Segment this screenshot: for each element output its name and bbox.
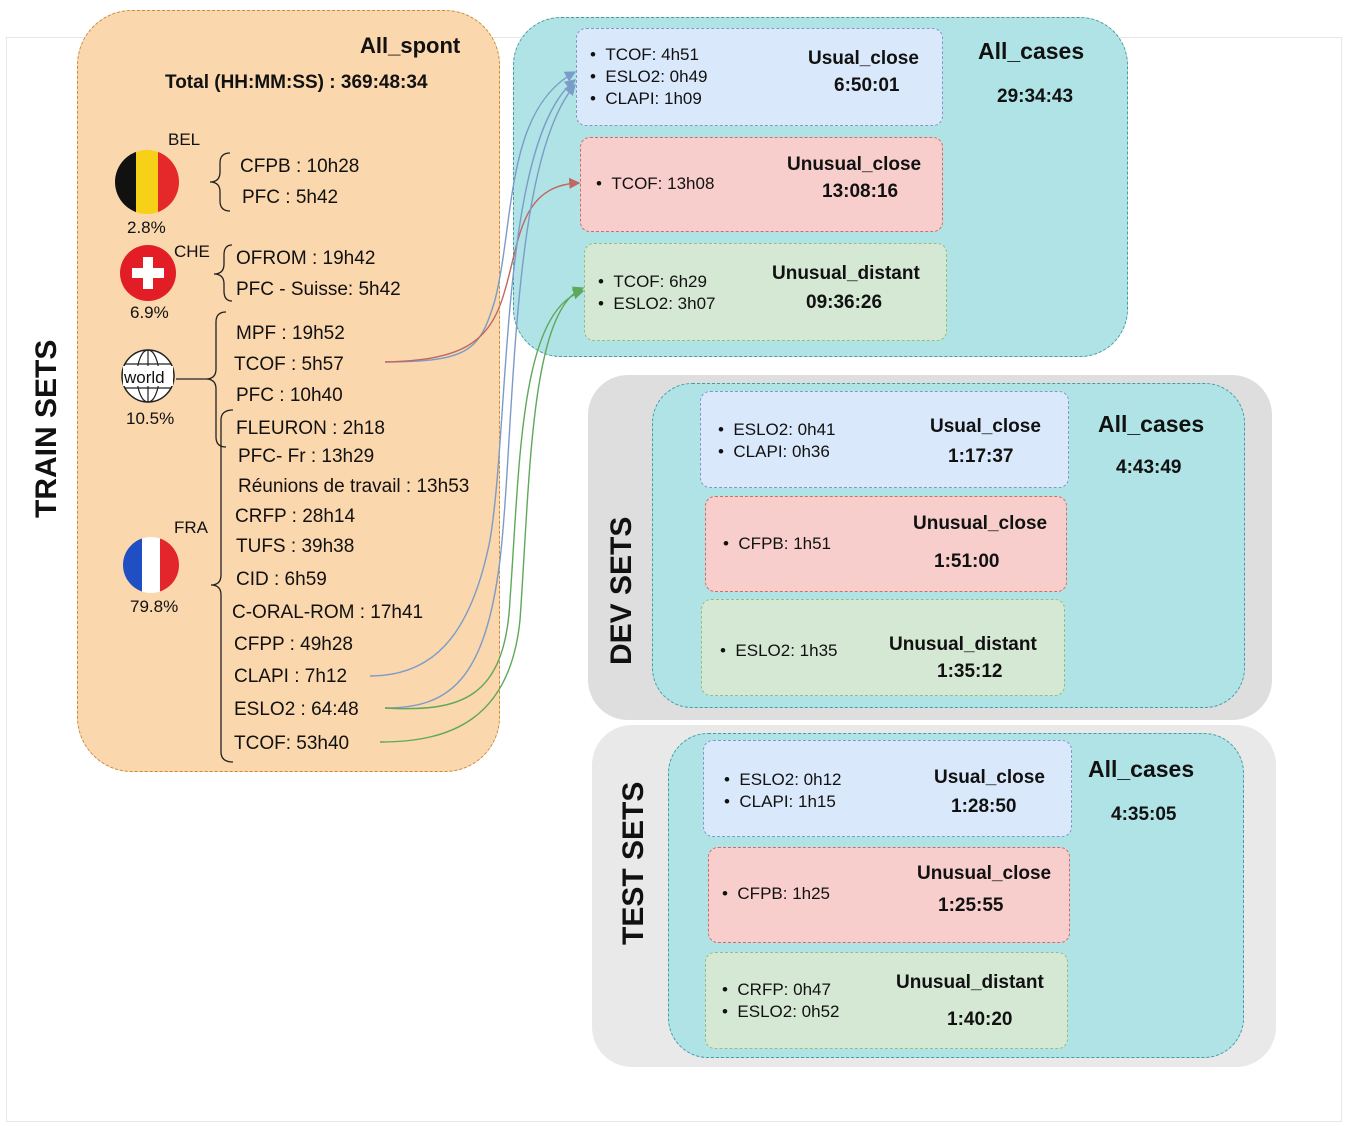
- list-item: CLAPI: 0h36: [718, 441, 835, 463]
- world-code: world: [124, 368, 165, 387]
- train-usual-close-time: 6:50:01: [834, 75, 900, 96]
- arrow-tcof-world-unusual: [384, 177, 581, 363]
- list-item: ESLO2: 3h07: [598, 293, 715, 315]
- test-usual-close-title: Usual_close: [934, 767, 1045, 788]
- che-pct: 6.9%: [130, 303, 169, 322]
- test-usual-close-time: 1:28:50: [951, 796, 1017, 817]
- world-item: PFC : 10h40: [236, 385, 343, 406]
- test-unusual-distant-list: CRFP: 0h47 ESLO2: 0h52: [722, 979, 839, 1023]
- fra-item: TUFS : 39h38: [236, 536, 355, 557]
- train-unusual-distant-list: TCOF: 6h29 ESLO2: 3h07: [598, 271, 715, 315]
- dev-unusual-distant-list: ESLO2: 1h35: [720, 640, 837, 662]
- bel-pct: 2.8%: [127, 218, 166, 237]
- bel-code: BEL: [168, 130, 201, 149]
- test-unusual-close-title: Unusual_close: [917, 863, 1052, 884]
- fra-item: CFPP : 49h28: [234, 634, 354, 655]
- list-item: TCOF: 13h08: [596, 173, 714, 195]
- fra-code: FRA: [174, 518, 208, 537]
- test-unusual-close-list: CFPB: 1h25: [722, 883, 830, 905]
- switzerland-flag-icon: [120, 245, 176, 301]
- che-brace: [213, 244, 233, 302]
- world-brace: [205, 311, 227, 448]
- belgium-flag-icon: [115, 150, 179, 214]
- arrow-tcof-fra-distant: [379, 286, 585, 743]
- dev-all-cases-title: All_cases: [1098, 411, 1205, 437]
- dev-usual-close-title: Usual_close: [930, 416, 1041, 437]
- dev-unusual-close-title: Unusual_close: [913, 513, 1048, 534]
- arrow-eslo2-distant: [384, 288, 585, 710]
- test-unusual-distant-title: Unusual_distant: [896, 972, 1044, 993]
- world-item: TCOF : 5h57: [234, 354, 344, 375]
- che-item: OFROM : 19h42: [236, 248, 376, 269]
- train-usual-close-title: Usual_close: [808, 48, 919, 69]
- test-unusual-distant-time: 1:40:20: [947, 1009, 1013, 1030]
- list-item: ESLO2: 1h35: [720, 640, 837, 662]
- france-flag-icon: [123, 537, 179, 593]
- train-unusual-distant-title: Unusual_distant: [772, 263, 920, 284]
- fra-item: CID : 6h59: [236, 569, 327, 590]
- list-item: ESLO2: 0h49: [590, 66, 707, 88]
- dev-unusual-distant-time: 1:35:12: [937, 661, 1003, 682]
- fra-pct: 79.8%: [130, 597, 179, 616]
- train-unusual-close-title: Unusual_close: [787, 154, 922, 175]
- fra-item: CLAPI : 7h12: [234, 666, 348, 687]
- list-item: CFPB: 1h25: [722, 883, 830, 905]
- fra-brace: [210, 409, 234, 763]
- test-all-cases-title: All_cases: [1088, 756, 1195, 782]
- dev-unusual-distant-title: Unusual_distant: [889, 634, 1037, 655]
- bel-brace: [209, 152, 231, 212]
- globe-icon: [120, 348, 176, 404]
- list-item: CLAPI: 1h09: [590, 88, 707, 110]
- list-item: ESLO2: 0h12: [724, 769, 841, 791]
- all-spont-total: Total (HH:MM:SS) : 369:48:34: [165, 72, 428, 93]
- arrow-eslo2-usual: [384, 83, 576, 709]
- che-code: CHE: [174, 242, 210, 261]
- list-item: ESLO2: 0h52: [722, 1001, 839, 1023]
- bel-item: PFC : 5h42: [242, 187, 339, 208]
- arrow-tcof-world-usual: [384, 71, 577, 363]
- dev-unusual-close-time: 1:51:00: [934, 551, 1000, 572]
- dev-usual-close-list: ESLO2: 0h41 CLAPI: 0h36: [718, 419, 835, 463]
- train-unusual-close-time: 13:08:16: [822, 181, 899, 202]
- all-spont-title: All_spont: [360, 33, 461, 58]
- test-all-cases-total: 4:35:05: [1111, 804, 1177, 825]
- train-all-cases-total: 29:34:43: [997, 86, 1074, 107]
- fra-item: TCOF: 53h40: [234, 733, 350, 754]
- train-all-cases-title: All_cases: [978, 38, 1085, 64]
- fra-item: ESLO2 : 64:48: [234, 699, 359, 720]
- dev-usual-close-time: 1:17:37: [948, 446, 1014, 467]
- list-item: CRFP: 0h47: [722, 979, 839, 1001]
- train-unusual-close-list: TCOF: 13h08: [596, 173, 714, 195]
- che-item: PFC - Suisse: 5h42: [236, 279, 401, 300]
- bel-item: CFPB : 10h28: [240, 156, 360, 177]
- fra-item: C-ORAL-ROM : 17h41: [232, 602, 424, 623]
- test-usual-close-list: ESLO2: 0h12 CLAPI: 1h15: [724, 769, 841, 813]
- test-unusual-close-time: 1:25:55: [938, 895, 1004, 916]
- train-usual-close-list: TCOF: 4h51 ESLO2: 0h49 CLAPI: 1h09: [590, 44, 707, 110]
- list-item: CLAPI: 1h15: [724, 791, 841, 813]
- fra-item: CRFP : 28h14: [235, 506, 356, 527]
- world-pct: 10.5%: [126, 409, 175, 428]
- fra-item: FLEURON : 2h18: [236, 418, 385, 439]
- list-item: TCOF: 6h29: [598, 271, 715, 293]
- world-item: MPF : 19h52: [236, 323, 345, 344]
- list-item: CFPB: 1h51: [723, 533, 831, 555]
- arrow-clapi-usual: [369, 79, 577, 677]
- list-item: TCOF: 4h51: [590, 44, 707, 66]
- dev-all-cases-total: 4:43:49: [1116, 457, 1182, 478]
- train-unusual-distant-time: 09:36:26: [806, 292, 883, 313]
- fra-item: Réunions de travail : 13h53: [238, 476, 470, 497]
- list-item: ESLO2: 0h41: [718, 419, 835, 441]
- test-unusual-distant-box: [705, 952, 1068, 1049]
- dev-unusual-close-list: CFPB: 1h51: [723, 533, 831, 555]
- fra-item: PFC- Fr : 13h29: [238, 446, 375, 467]
